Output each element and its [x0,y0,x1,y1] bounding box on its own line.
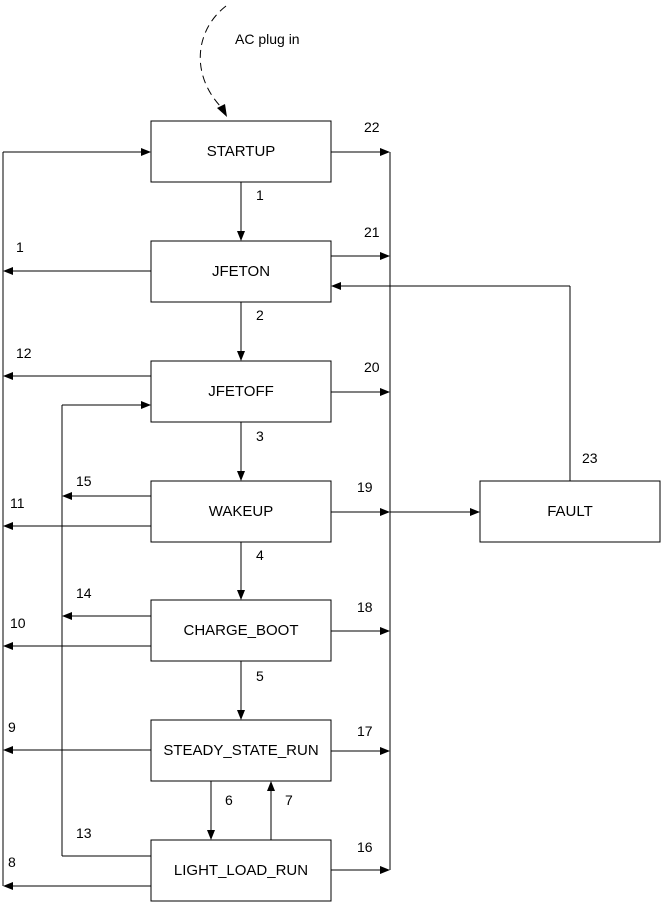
transition-label-5: 5 [256,668,264,684]
transition-label-2: 2 [256,307,264,323]
transition-label-21: 21 [364,224,380,240]
state-startup-label: STARTUP [207,143,276,160]
state-charge-boot-label: CHARGE_BOOT [183,622,298,639]
transition-1-startup-to-jfeton [237,182,245,241]
transition-12-jfetoff-to-left-bus [3,372,151,380]
state-steady-state-run: STEADY_STATE_RUN [150,719,332,782]
transition-7-light-load-to-steady [267,781,275,840]
ac-plug-in-arrowhead [217,104,227,117]
transition-18-charge-boot-to-right-bus [331,627,390,635]
transition-10-charge-boot-to-left-bus [3,642,151,650]
transition-label-14: 14 [76,585,92,601]
transition-label-4: 4 [256,547,264,563]
state-startup: STARTUP [150,120,332,183]
transition-14-charge-boot-to-inner-bus [62,612,151,620]
transition-label-9: 9 [8,719,16,735]
state-jfeton-label: JFETON [212,263,270,280]
transition-4-wakeup-to-charge-boot [237,542,245,600]
state-wakeup: WAKEUP [150,480,332,543]
transition-17-steady-to-right-bus [331,747,390,755]
transition-6-steady-to-light-load [207,781,215,840]
transition-label-20: 20 [364,359,380,375]
transition-21-jfeton-to-right-bus [331,252,390,260]
ac-plug-in-label: AC plug in [235,31,300,47]
state-light-load-run-label: LIGHT_LOAD_RUN [174,862,308,879]
ac-plug-in-arrow [199,5,227,109]
transition-label-6: 6 [225,792,233,808]
state-fault: FAULT [479,480,661,543]
transition-left-bus-to-startup [3,148,151,156]
transition-label-3: 3 [256,428,264,444]
transition-right-bus-to-fault [390,508,480,516]
transition-label-1b: 1 [256,187,264,203]
transition-2-jfeton-to-jfetoff [237,302,245,361]
transition-9-steady-to-left-bus [3,746,151,754]
transition-15-wakeup-to-inner-bus [62,492,151,500]
transition-label-15: 15 [76,473,92,489]
transition-label-17: 17 [357,723,373,739]
transition-label-1a: 1 [16,239,24,255]
transition-11-wakeup-to-left-bus [3,522,151,530]
state-jfeton: JFETON [150,240,332,303]
transition-20-jfetoff-to-right-bus [331,388,390,396]
transition-1-jfeton-to-left-bus [3,267,151,275]
transition-label-11: 11 [10,495,25,511]
transition-label-23: 23 [582,450,598,466]
state-jfetoff-label: JFETOFF [208,383,274,400]
transition-label-12: 12 [16,345,32,361]
transition-19-wakeup-to-right-bus [331,508,390,516]
transition-label-13: 13 [76,825,92,841]
transition-16-light-load-to-right-bus [331,866,390,874]
state-jfetoff: JFETOFF [150,360,332,423]
transition-label-22: 22 [364,119,380,135]
state-wakeup-label: WAKEUP [209,503,273,520]
state-light-load-run: LIGHT_LOAD_RUN [150,839,332,902]
transition-22-startup-to-right-bus [331,148,390,156]
transition-8-light-load-to-left-bus [3,882,151,890]
transition-13-light-load-to-jfetoff [62,401,151,857]
state-charge-boot: CHARGE_BOOT [150,599,332,662]
transition-label-7: 7 [285,792,293,808]
transition-label-10: 10 [10,615,26,631]
state-fault-label: FAULT [547,503,593,520]
state-steady-state-run-label: STEADY_STATE_RUN [163,742,318,759]
transition-label-16: 16 [357,839,373,855]
transition-5-charge-boot-to-steady [237,661,245,720]
transition-23-fault-to-jfeton [331,282,571,481]
transition-label-18: 18 [357,599,373,615]
transition-label-19: 19 [357,479,373,495]
transition-3-jfetoff-to-wakeup [237,422,245,481]
transition-label-8: 8 [8,854,16,870]
